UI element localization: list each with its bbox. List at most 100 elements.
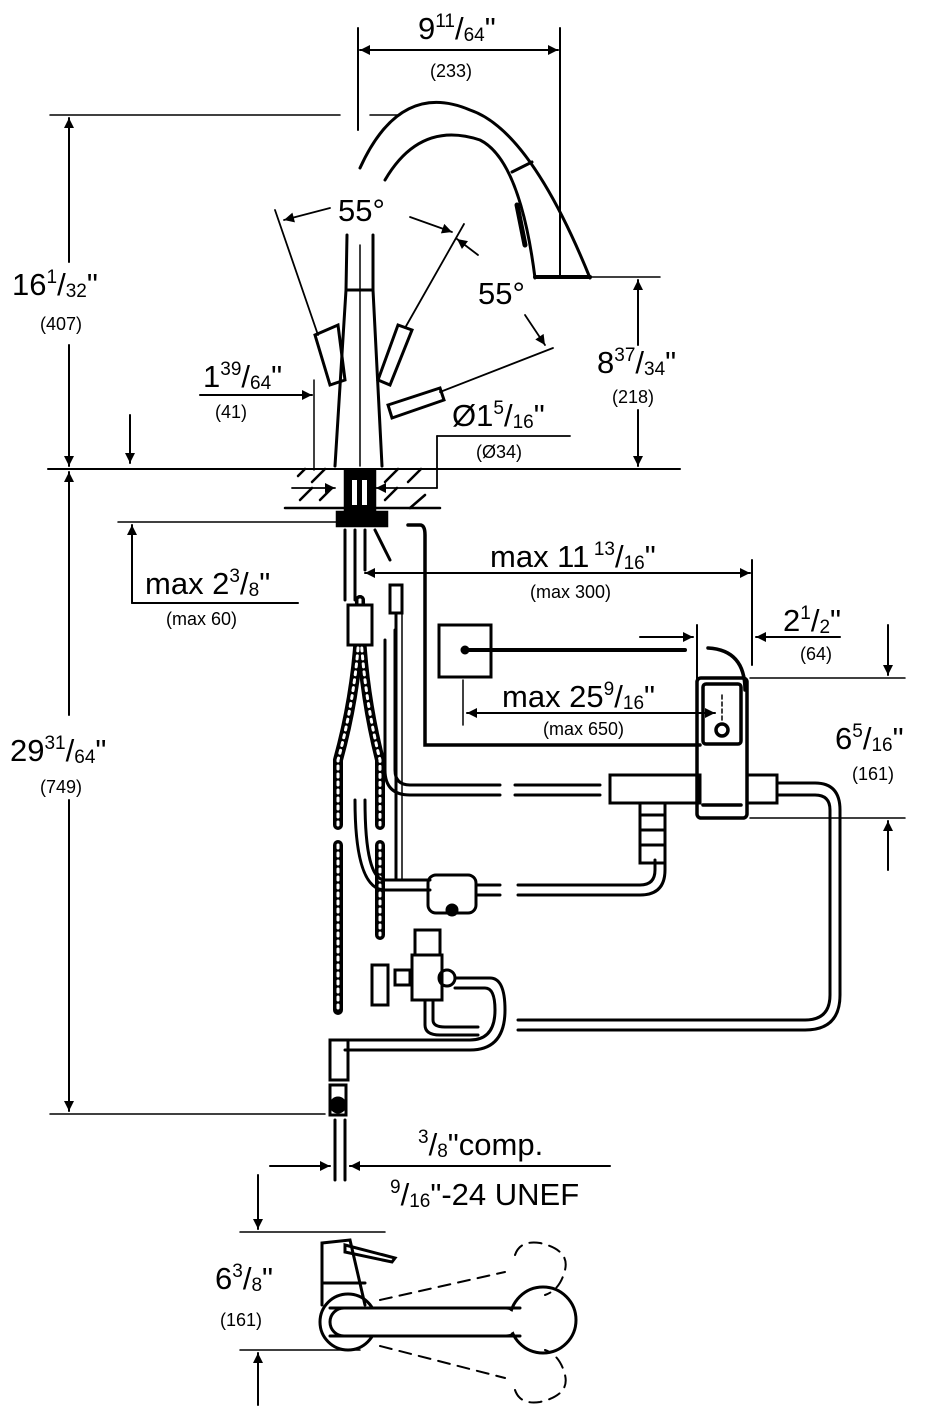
lever-offset-den: 64 xyxy=(250,373,272,394)
under-deck-length-label: 2931/64" xyxy=(10,733,107,768)
box-depth-metric: (64) xyxy=(800,644,833,664)
box-distance-dimension xyxy=(364,559,753,666)
box-height-metric: (161) xyxy=(852,764,895,784)
under-deck-length-whole: 29 xyxy=(10,733,45,768)
control-box xyxy=(695,646,749,820)
box-depth-label: 21/2" xyxy=(783,603,842,638)
lever-angle-dimension xyxy=(274,207,554,393)
spout-reach-dimension xyxy=(357,27,561,279)
total-height-metric: (407) xyxy=(40,314,83,334)
spout-reach-metric: (233) xyxy=(430,61,473,81)
valve-fittings xyxy=(383,628,842,1032)
plan-view xyxy=(239,1174,578,1406)
spout-height-den: 34 xyxy=(644,359,666,380)
spout-reach-whole: 9 xyxy=(418,11,436,46)
deck-thickness-metric: (max 60) xyxy=(166,609,238,629)
body-diameter-whole: Ø1 xyxy=(452,398,494,433)
total-height-whole: 16 xyxy=(12,267,47,302)
body-diameter-label: Ø15/16" xyxy=(452,398,545,433)
box-height-den: 16 xyxy=(871,735,893,756)
spout-reach-label: 911/64" xyxy=(418,11,496,46)
box-distance-whole: max 11 xyxy=(490,539,590,574)
sensor-cable-den: 16 xyxy=(622,693,645,714)
deck-thickness-dimension xyxy=(117,521,341,604)
deck-thickness-unit: " xyxy=(259,566,271,601)
outlet-hose xyxy=(406,523,702,747)
body-diameter-num: 5 xyxy=(493,398,504,419)
connection-top-num: 3 xyxy=(418,1127,429,1148)
box-depth-num: 1 xyxy=(800,603,811,624)
total-height-unit: " xyxy=(86,267,98,302)
plan-width-unit: " xyxy=(262,1261,274,1296)
spout-height-label: 837/34" xyxy=(597,345,677,380)
connection-bottom-label: 9/16"-24 UNEF xyxy=(390,1177,580,1212)
deck-thickness-den: 8 xyxy=(248,580,260,601)
total-height-label: 161/32" xyxy=(12,267,98,302)
deck-thickness-whole: max 2 xyxy=(145,566,230,601)
under-deck-length-dimension xyxy=(49,471,326,1115)
mixing-valve xyxy=(328,798,667,1182)
connection-top-den: 8 xyxy=(437,1141,448,1162)
lever-offset-unit: " xyxy=(271,359,283,394)
spout-height-unit: " xyxy=(665,345,677,380)
plan-width-whole: 6 xyxy=(215,1261,233,1296)
total-height-dimension xyxy=(49,114,401,467)
connection-bottom-rest: "-24 UNEF xyxy=(430,1177,580,1212)
braided-supply-hoses xyxy=(333,595,385,1015)
sensor-cable-unit: " xyxy=(644,679,656,714)
box-distance-label: max 11 13/16" xyxy=(490,539,656,574)
under-deck-length-metric: (749) xyxy=(40,777,83,797)
box-depth-den: 2 xyxy=(819,617,831,638)
spout-height-num: 37 xyxy=(614,345,636,366)
spout-reach-unit: " xyxy=(484,11,496,46)
sensor-cable-dimension xyxy=(462,679,716,726)
lever-offset-dimension xyxy=(199,379,315,471)
spout-reach-den: 64 xyxy=(463,25,485,46)
body-diameter-metric: (Ø34) xyxy=(476,442,523,462)
body-diameter-unit: " xyxy=(533,398,545,433)
lever-angle-label: 55° xyxy=(338,193,385,228)
deck-mount xyxy=(283,467,442,602)
connection-bottom-den: 16 xyxy=(409,1191,431,1212)
box-distance-num: 13 xyxy=(593,539,615,560)
box-height-num: 5 xyxy=(852,721,863,742)
lever-offset-num: 39 xyxy=(220,359,242,380)
box-height-dimension xyxy=(749,624,906,871)
box-distance-unit: " xyxy=(644,539,656,574)
plan-width-label: 63/8" xyxy=(215,1261,274,1296)
box-distance-metric: (max 300) xyxy=(530,582,612,602)
box-height-whole: 6 xyxy=(835,721,853,756)
box-height-unit: " xyxy=(892,721,904,756)
spout xyxy=(358,100,592,280)
lever-handles xyxy=(313,322,446,420)
lever-offset-label: 139/64" xyxy=(203,359,283,394)
body-diameter-dimension xyxy=(125,414,571,493)
lever-offset-metric: (41) xyxy=(215,402,248,422)
box-depth-unit: " xyxy=(830,603,842,638)
plan-width-den: 8 xyxy=(251,1275,263,1296)
deck-thickness-label: max 23/8" xyxy=(145,566,271,601)
body-diameter-den: 16 xyxy=(512,412,534,433)
connection-top-rest: "comp. xyxy=(447,1127,544,1162)
sensor-cable-num: 9 xyxy=(603,679,615,700)
connection-top-label: 3/8"comp. xyxy=(418,1127,544,1162)
total-height-den: 32 xyxy=(65,281,87,302)
box-distance-den: 16 xyxy=(623,553,645,574)
deck-thickness-num: 3 xyxy=(229,566,240,587)
plan-width-metric: (161) xyxy=(220,1310,263,1330)
under-deck-length-unit: " xyxy=(95,733,107,768)
sensor-cable-metric: (max 650) xyxy=(543,719,625,739)
connection-bottom-num: 9 xyxy=(390,1177,401,1198)
lever-offset-whole: 1 xyxy=(203,359,221,394)
spout-height-whole: 8 xyxy=(597,345,615,380)
sensor-cable-label: max 259/16" xyxy=(502,679,656,714)
spout-reach-num: 11 xyxy=(435,11,455,32)
faucet-body xyxy=(333,233,384,468)
plan-width-num: 3 xyxy=(232,1261,243,1282)
box-height-label: 65/16" xyxy=(835,721,904,756)
box-depth-whole: 2 xyxy=(783,603,801,638)
spout-height-metric: (218) xyxy=(612,387,655,407)
total-height-num: 1 xyxy=(46,267,58,288)
spout-angle-label: 55° xyxy=(478,276,525,311)
